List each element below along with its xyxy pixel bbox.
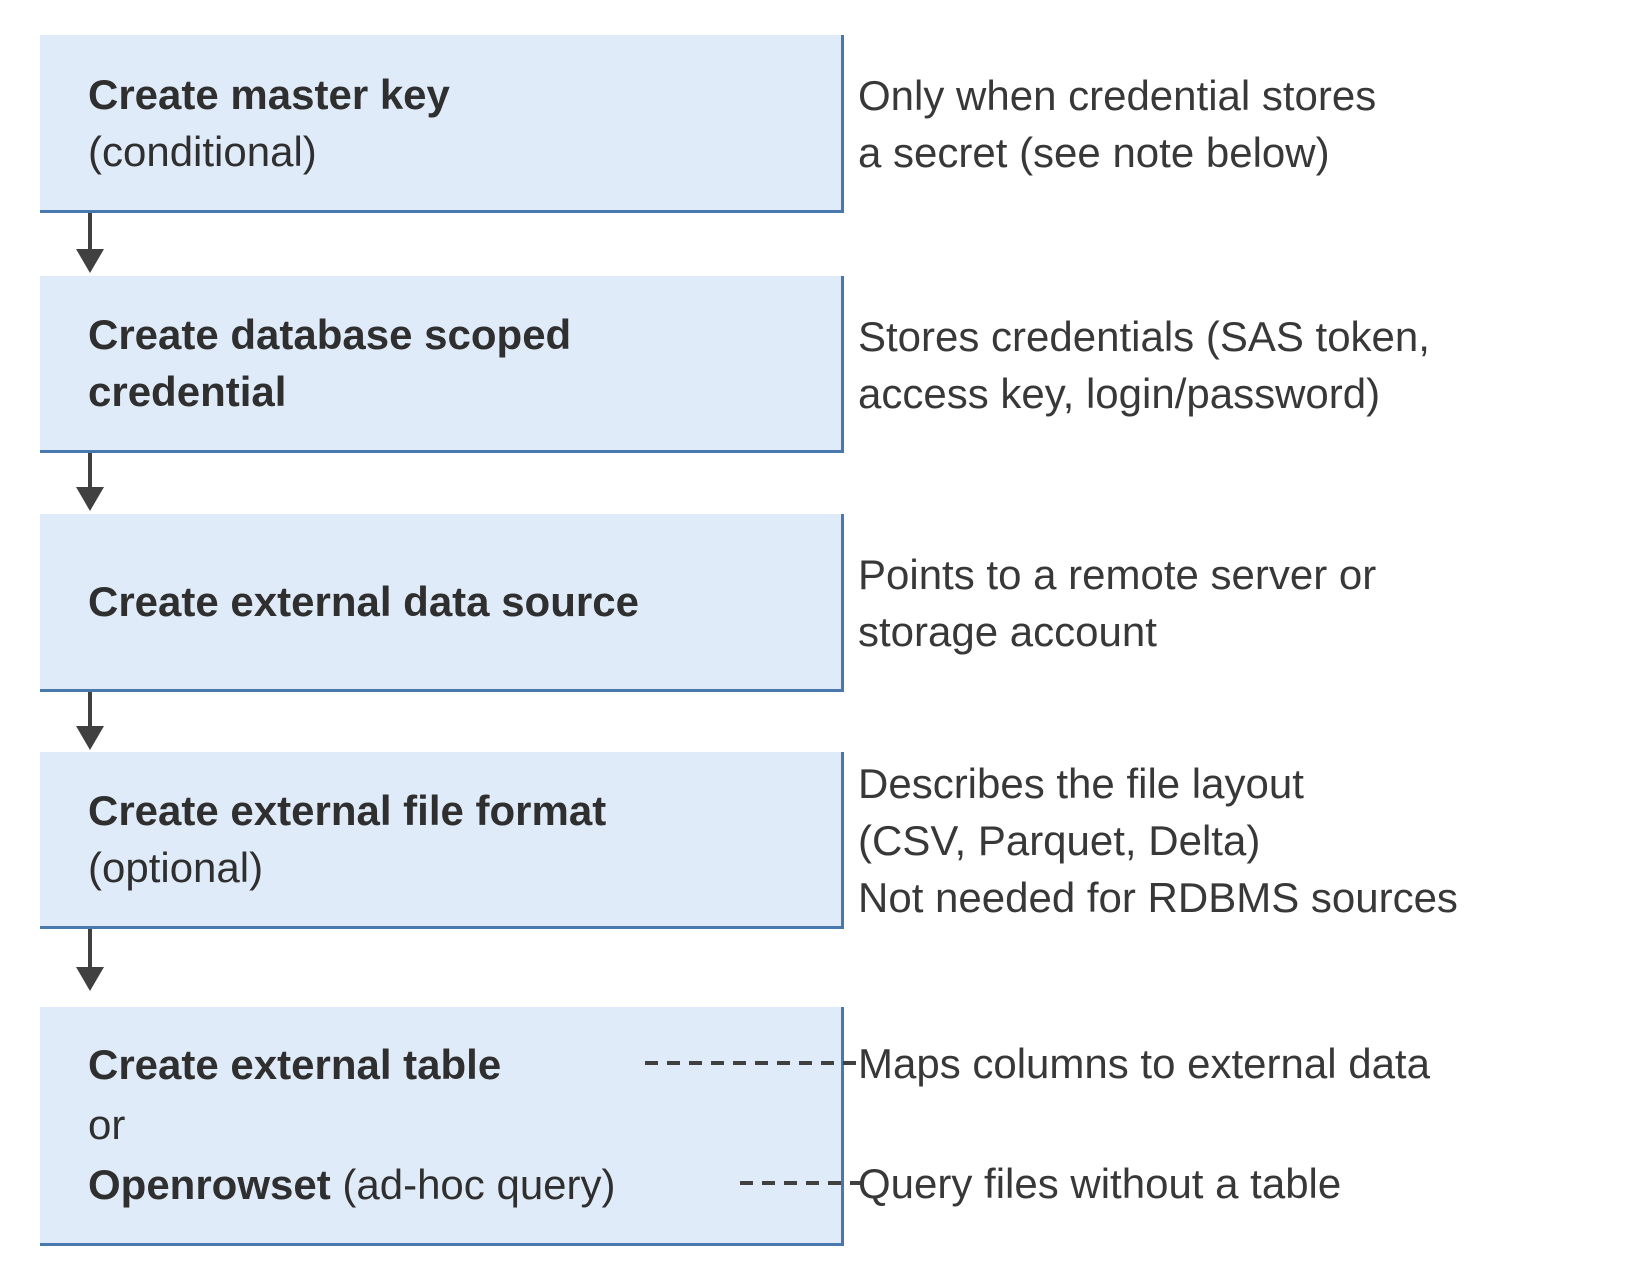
step-title: Create master key (88, 70, 450, 118)
step-box-create-master-key: Create master key (conditional) (40, 35, 844, 213)
dashed-connector-openrowset (740, 1181, 863, 1185)
step-subtitle: (conditional) (88, 127, 317, 175)
step-box-create-external-table-or-openrowset: Create external table or Openrowset (ad-… (40, 1007, 844, 1246)
step-alt-suffix: (ad-hoc query) (330, 1161, 616, 1208)
step-alt-title: Openrowset (88, 1161, 331, 1208)
arrow-down-icon (76, 929, 104, 991)
step-title: Create external data source (88, 578, 639, 625)
arrow-shaft (88, 453, 92, 487)
step-title-line: Create external table (88, 1035, 841, 1095)
annotation-external-data-source: Points to a remote server or storage acc… (858, 551, 1377, 655)
annotation-openrowset: Query files without a table (858, 1159, 1342, 1207)
arrow-shaft (88, 929, 92, 967)
annotation-database-scoped-credential: Stores credentials (SAS token, access ke… (858, 312, 1430, 417)
arrow-down-icon (76, 213, 104, 273)
step-alt-line: Openrowset (ad-hoc query) (88, 1155, 841, 1215)
step-box-create-external-file-format: Create external file format (optional) (40, 752, 844, 929)
arrow-shaft (88, 213, 92, 249)
arrow-head (76, 726, 104, 750)
annotation-master-key: Only when credential stores a secret (se… (858, 72, 1377, 176)
arrow-head (76, 967, 104, 991)
step-title: Create external file format (88, 787, 607, 834)
step-box-create-external-data-source: Create external data source (40, 514, 844, 692)
step-subtitle: (optional) (88, 844, 264, 891)
annotation-external-file-format: Describes the file layout (CSV, Parquet,… (858, 760, 1458, 921)
arrow-head (76, 487, 104, 511)
arrow-down-icon (76, 453, 104, 511)
step-title: Create external table (88, 1041, 502, 1088)
annotation-external-table: Maps columns to external data (858, 1039, 1430, 1087)
arrow-head (76, 249, 104, 273)
arrow-shaft (88, 692, 92, 726)
step-box-create-database-scoped-credential: Create database scoped credential (40, 276, 844, 453)
dashed-connector-external-table (645, 1061, 863, 1065)
arrow-down-icon (76, 692, 104, 750)
step-or-label: or (88, 1101, 126, 1148)
step-title: Create database scoped credential (88, 311, 572, 415)
